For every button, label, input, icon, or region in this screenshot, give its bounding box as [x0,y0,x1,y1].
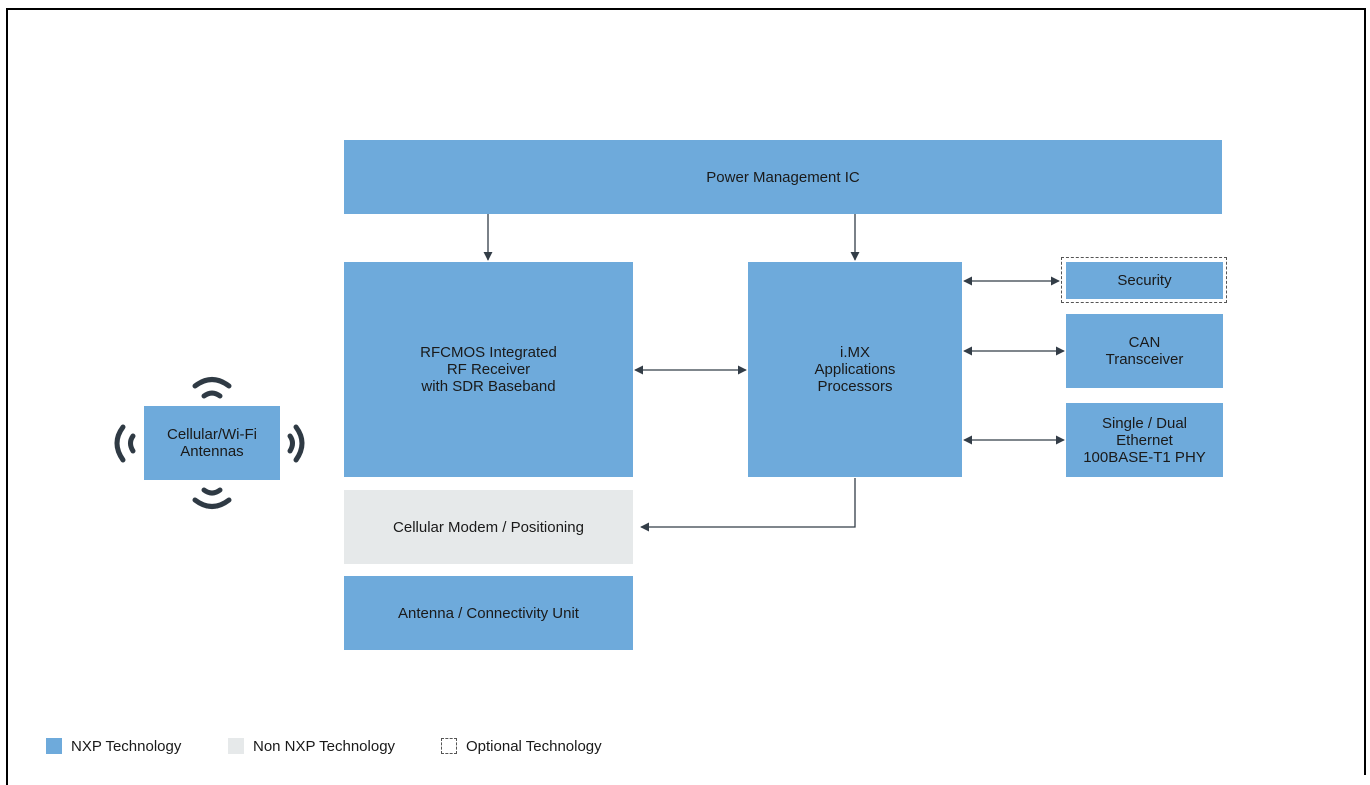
ethernet-phy-block: Single / Dual Ethernet 100BASE-T1 PHY [1066,403,1223,477]
arrow-imx-to-modem [640,478,856,532]
frame-corner-mark [6,768,8,785]
legend-non-nxp: Non NXP Technology [228,737,395,755]
legend-non-nxp-label: Non NXP Technology [253,737,396,755]
security-block: Security [1066,262,1223,299]
antenna-wave-top-inner-icon [201,390,223,399]
cellular-wifi-antennas-block: Cellular/Wi-Fi Antennas [144,406,280,480]
power-management-ic-block: Power Management IC [344,140,1222,214]
can-transceiver-block: CAN Transceiver [1066,314,1223,388]
antenna-wave-left-outer-icon [114,424,126,463]
rf-receiver-block: RFCMOS Integrated RF Receiver with SDR B… [344,262,633,477]
legend-optional-label: Optional Technology [466,737,602,755]
cellular-modem-block: Cellular Modem / Positioning [344,490,633,564]
legend-optional-swatch [441,738,457,754]
antenna-connectivity-block: Antenna / Connectivity Unit [344,576,633,650]
legend-non-nxp-swatch [228,738,244,754]
antenna-wave-top-outer-icon [192,377,232,389]
security-optional-border [1061,257,1227,303]
antenna-wave-bottom-outer-icon [192,497,232,509]
antenna-wave-right-inner-icon [287,433,295,454]
antenna-wave-left-inner-icon [128,433,136,454]
imx-processor-block: i.MX Applications Processors [748,262,962,477]
legend-nxp-label: NXP Technology [71,737,182,755]
diagram-frame [6,8,1366,775]
antenna-wave-right-outer-icon [293,424,305,463]
legend-optional: Optional Technology [441,737,602,755]
antenna-wave-bottom-inner-icon [201,487,223,496]
legend-nxp-swatch [46,738,62,754]
legend-nxp: NXP Technology [46,737,181,755]
